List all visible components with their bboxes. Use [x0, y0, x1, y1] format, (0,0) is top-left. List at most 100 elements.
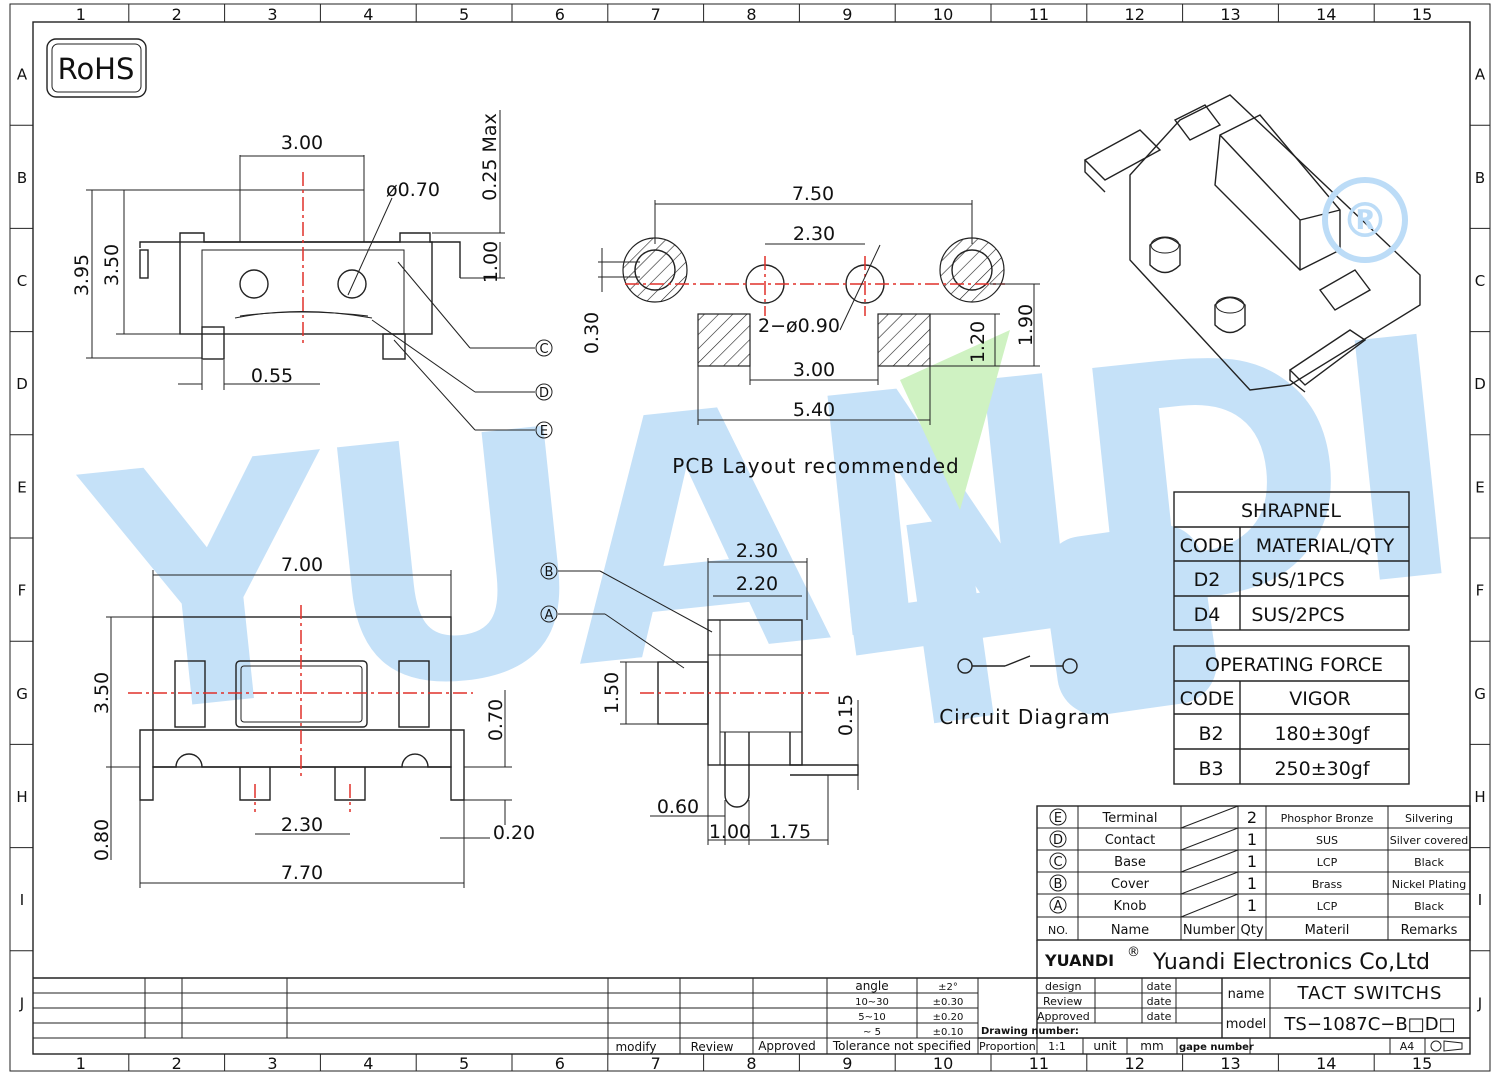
bom-headers-mat-label: Materil: [1305, 923, 1350, 938]
tolerance-footer-label: Tolerance not specified: [832, 1039, 971, 1053]
side-view-d-055-label: 0.55: [251, 365, 293, 387]
bom-headers-number-label: Number: [1183, 923, 1236, 938]
grid-col-label-bottom: 15: [1412, 1054, 1432, 1073]
title-block-proportion-label: Proportion: [979, 1040, 1036, 1053]
title-block-gape-number-label: gape number: [1179, 1042, 1254, 1053]
force-headers-1-label: VIGOR: [1289, 688, 1350, 710]
grid-col-label-bottom: 2: [172, 1054, 182, 1073]
title-block-date-label: date: [1147, 995, 1172, 1008]
circuit-caption-label: Circuit Diagram: [939, 705, 1111, 729]
grid-row-label-left: A: [17, 66, 28, 84]
grid-col-label-bottom: 12: [1125, 1054, 1145, 1073]
title-block-scale-label: 1:1: [1048, 1040, 1066, 1053]
bom-callout: [1049, 808, 1067, 826]
tolerance-rows-1-0-label: 10~30: [855, 997, 889, 1008]
watermark: YUANDI: [67, 267, 1470, 792]
force-title-label: OPERATING FORCE: [1205, 654, 1383, 676]
pcb-d-030-label: 0.30: [581, 312, 603, 354]
side-view-d-100-label: 1.00: [480, 241, 502, 283]
grid-col-label-top: 7: [651, 5, 661, 24]
bom-headers-qty-label: Qty: [1240, 923, 1263, 938]
end-view-d-100-label: 1.00: [709, 821, 751, 843]
grid-col-label-bottom: 3: [267, 1054, 277, 1073]
tolerance-rows-0-0-label: angle: [855, 979, 888, 993]
grid-row-label-right: F: [1476, 582, 1485, 600]
bom-callout: [1049, 874, 1067, 892]
bom-name: Terminal: [1102, 811, 1158, 826]
grid-row-label-left: J: [19, 994, 24, 1012]
grid-col-label-top: 6: [555, 5, 565, 24]
projection-symbol: [1430, 1040, 1442, 1052]
grid-col-label-top: 4: [363, 5, 373, 24]
bom-headers-rem-label: Remarks: [1401, 923, 1458, 938]
revision-approved: Approved: [758, 1039, 816, 1053]
side-view: 3.00 ø0.70 3.95 3.50 0.25 Max 1.00 0.55 …: [71, 110, 553, 439]
title-block-logo-reg-label: ®: [1127, 945, 1140, 960]
grid-col-label-bottom: 9: [842, 1054, 852, 1073]
shrapnel-rows-0-1-label: SUS/1PCS: [1251, 569, 1344, 591]
grid-col-label-top: 13: [1220, 5, 1240, 24]
bom-no: E: [1054, 811, 1062, 826]
pcb-d-750-label: 7.50: [792, 183, 834, 205]
side-view-d-395-label: 3.95: [71, 254, 93, 296]
top-view-d-770-label: 7.70: [281, 862, 323, 884]
grid-row-label-left: E: [17, 478, 26, 496]
top-view: 7.00 3.50 0.70 0.20 2.30 0.80 7.70: [91, 554, 535, 888]
title-block: YUANDI ® Yuandi Electronics Co,Ltd desig…: [33, 940, 1470, 1054]
bom-name: Base: [1114, 855, 1146, 870]
bom-material: Brass: [1312, 878, 1343, 891]
revision-modify: modify: [615, 1040, 656, 1054]
bom-material: SUS: [1316, 834, 1338, 847]
side-view-callout-c-label: C: [539, 342, 548, 357]
bom-qty: 1: [1247, 852, 1257, 871]
end-view-d-060-label: 0.60: [657, 796, 699, 818]
bom-remarks: Black: [1414, 900, 1444, 913]
grid-col-label-bottom: 13: [1220, 1054, 1240, 1073]
grid-row-label-right: E: [1475, 478, 1484, 496]
grid-col-label-bottom: 10: [933, 1054, 953, 1073]
tolerance-rows-1-1-label: ±0.30: [933, 997, 964, 1008]
title-block-model-value-label: TS−1087C−B□D□: [1283, 1014, 1455, 1035]
grid-col-label-top: 5: [459, 5, 469, 24]
bom-callout: [1049, 896, 1067, 914]
grid-row-label-left: D: [16, 375, 28, 393]
bom-material: LCP: [1317, 856, 1338, 869]
company-logo: YUANDI: [1044, 951, 1114, 970]
pcb-d-2phi090-label: 2−ø0.90: [758, 315, 840, 337]
grid-col-label-bottom: 11: [1029, 1054, 1049, 1073]
rohs-label: RoHS: [58, 52, 135, 86]
tolerance-rows-3-0-label: ~ 5: [863, 1027, 881, 1038]
shrapnel-headers-0-label: CODE: [1180, 535, 1235, 557]
title-block-name-label-label: name: [1228, 987, 1265, 1002]
bom-callout: [1049, 852, 1067, 870]
rohs-mark: RoHS: [46, 38, 147, 98]
shrapnel-headers-1-label: MATERIAL/QTY: [1256, 535, 1395, 557]
grid-col-label-bottom: 5: [459, 1054, 469, 1073]
title-block-sheet-label: A4: [1400, 1040, 1415, 1053]
side-view-d-025max-label: 0.25 Max: [479, 113, 501, 201]
watermark-green-leaf: [900, 330, 1010, 510]
grid-col-label-top: 2: [172, 5, 182, 24]
grid-row-label-right: G: [1474, 685, 1486, 703]
grid-col-label-top: 11: [1029, 5, 1049, 24]
title-block-model-label-label: model: [1226, 1017, 1266, 1032]
top-view-d-230-label: 2.30: [281, 814, 323, 836]
title-block-approved-label: Approved: [1037, 1010, 1090, 1023]
pcb-caption-label: PCB Layout recommended: [672, 454, 959, 478]
grid-row-label-left: I: [20, 891, 24, 909]
pcb-d-190-label: 1.90: [1015, 304, 1037, 346]
top-view-d-080-label: 0.80: [91, 819, 113, 861]
end-view-d-230-label: 2.30: [736, 540, 778, 562]
grid-row-label-right: J: [1477, 994, 1482, 1012]
shrapnel-table: SHRAPNEL CODE MATERIAL/QTY D2 SUS/1PCS D…: [1173, 491, 1410, 631]
bom-remarks: Silver covered: [1390, 834, 1468, 847]
side-view-callout-e-label: E: [540, 424, 548, 439]
side-view-d-350-label: 3.50: [101, 244, 123, 286]
circuit-diagram: Circuit Diagram: [939, 655, 1111, 729]
grid-row-label-right: B: [1475, 169, 1485, 187]
end-view-callout-a-label: A: [545, 608, 554, 623]
force-rows-0-0-label: B2: [1198, 723, 1223, 745]
top-view-d-700-label: 7.00: [281, 554, 323, 576]
end-view-d-175-label: 1.75: [769, 821, 811, 843]
